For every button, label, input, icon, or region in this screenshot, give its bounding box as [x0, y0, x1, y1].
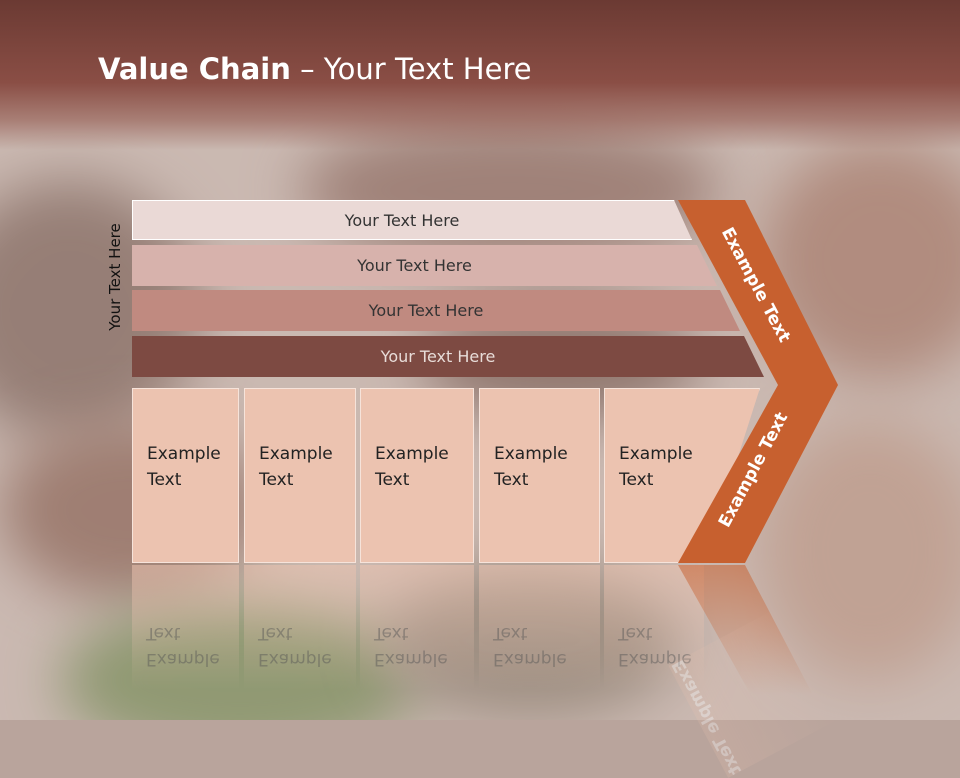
support-bar-4: Your Text Here — [132, 336, 764, 377]
cell-reflection-3: Example Text — [360, 565, 474, 690]
cell-1-line1: Example — [147, 444, 221, 464]
support-bar-3-label: Your Text Here — [368, 301, 484, 320]
side-label: Your Text Here — [106, 223, 124, 331]
support-bar-3: Your Text Here — [132, 290, 740, 331]
reflection-4-line1: Example — [493, 649, 567, 669]
support-bar-1-label: Your Text Here — [344, 210, 460, 230]
cell-2-line1: Example — [259, 444, 333, 464]
reflection-2-line1: Example — [258, 649, 332, 669]
cell-4-line2: Text — [494, 470, 529, 490]
cell-3-line1: Example — [375, 444, 449, 464]
reflection-3-line2: Text — [374, 623, 409, 643]
support-bar-1: Your Text Here — [132, 200, 692, 240]
support-bar-2: Your Text Here — [132, 245, 717, 286]
reflection-1-line2: Text — [146, 623, 181, 643]
cell-1-line2: Text — [147, 470, 182, 490]
title-bold: Value Chain — [98, 52, 291, 86]
cell-4-line1: Example — [494, 444, 568, 464]
title-rest: – Your Text Here — [290, 52, 532, 86]
support-bar-4-label: Your Text Here — [380, 347, 496, 366]
reflection-2-line2: Text — [258, 623, 293, 643]
reflection-3-line1: Example — [374, 649, 448, 669]
cell-reflection-1: Example Text — [132, 565, 239, 690]
cell-5-line2: Text — [619, 470, 654, 490]
reflection-5-line2: Text — [618, 623, 653, 643]
cell-reflection-4: Example Text — [479, 565, 600, 690]
reflection-4-line2: Text — [493, 623, 528, 643]
cell-reflection-2: Example Text — [244, 565, 356, 690]
cell-2-line2: Text — [259, 470, 294, 490]
cell-5-line1: Example — [619, 444, 693, 464]
support-bar-2-label: Your Text Here — [357, 256, 472, 275]
cell-3-line2: Text — [375, 470, 410, 490]
slide-title: Value Chain – Your Text Here — [98, 52, 532, 86]
reflection-1-line1: Example — [146, 649, 220, 669]
title-band — [0, 0, 960, 150]
